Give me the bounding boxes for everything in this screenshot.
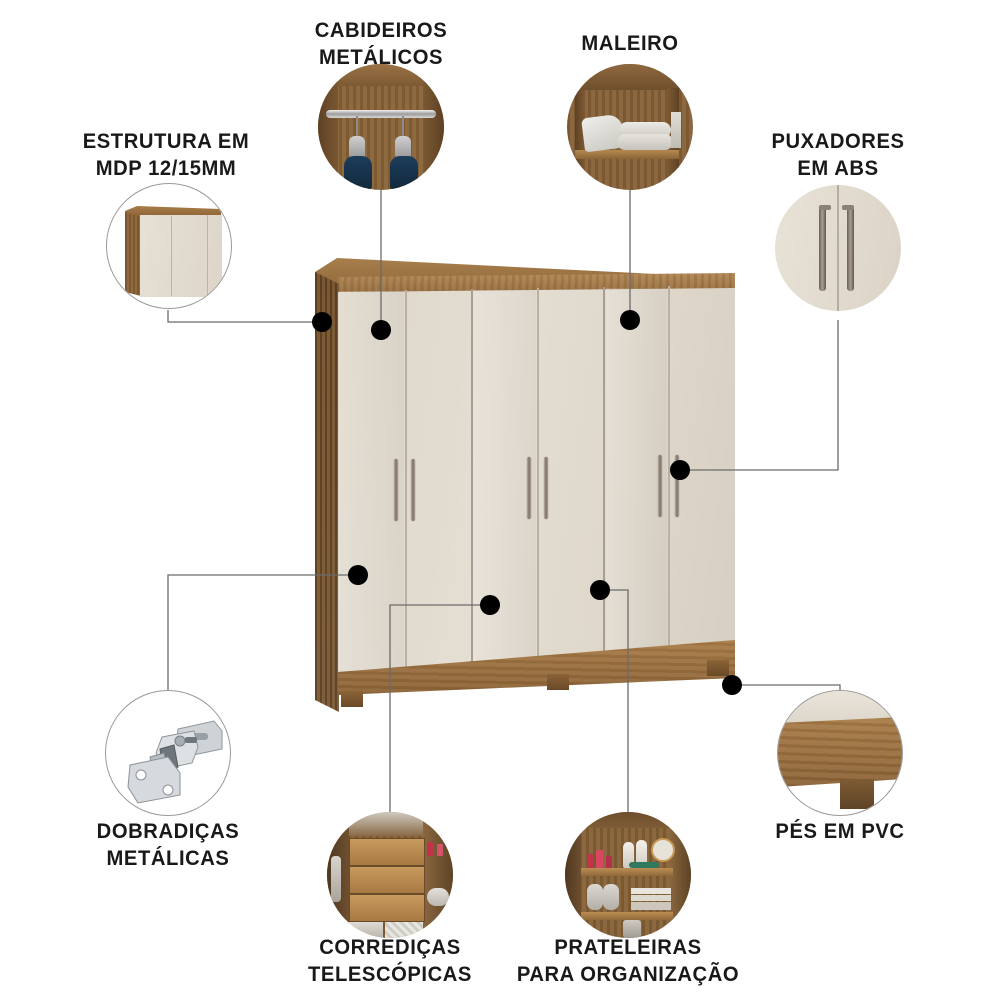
wardrobe-foot bbox=[547, 674, 569, 690]
wardrobe-corner-icon bbox=[107, 184, 231, 308]
cabinet-hinge-icon bbox=[106, 691, 230, 815]
door-handle bbox=[658, 455, 662, 517]
callout-bubble-estrutura bbox=[106, 183, 232, 309]
leader-pes bbox=[732, 684, 841, 690]
door-handle bbox=[411, 459, 415, 521]
callout-bubble-cabideiros bbox=[318, 64, 444, 190]
callout-bubble-dobradicas bbox=[105, 690, 231, 816]
callout-label-prateleiras: PRATELEIRAS PARA ORGANIZAÇÃO bbox=[516, 935, 740, 986]
callout-label-pes: PÉS EM PVC bbox=[775, 819, 905, 843]
wardrobe-illustration bbox=[315, 258, 735, 733]
door-seam bbox=[668, 286, 670, 671]
callout-bubble-pes bbox=[777, 690, 903, 816]
callout-bubble-prateleiras bbox=[565, 812, 691, 938]
callout-label-puxadores: PUXADORES EM ABS bbox=[771, 129, 905, 180]
wardrobe-foot bbox=[341, 691, 363, 707]
callout-bubble-puxadores bbox=[775, 185, 901, 311]
door-handle bbox=[394, 459, 398, 521]
callout-label-dobradicas: DOBRADIÇAS METÁLICAS bbox=[96, 819, 240, 870]
clothes-rail-icon bbox=[318, 64, 444, 190]
callout-label-cabideiros: CABIDEIROS METÁLICOS bbox=[314, 18, 448, 69]
door-seam bbox=[603, 287, 606, 671]
door-handle bbox=[675, 455, 679, 517]
shelves-icon bbox=[565, 812, 691, 938]
callout-bubble-maleiro bbox=[567, 64, 693, 190]
door-seam bbox=[471, 289, 474, 671]
callout-bubble-corredicas bbox=[327, 812, 453, 938]
callout-label-maleiro: MALEIRO bbox=[581, 31, 679, 55]
wardrobe-foot bbox=[707, 660, 729, 676]
pvc-foot-icon bbox=[778, 691, 902, 815]
wardrobe-left-side-shade bbox=[315, 272, 339, 712]
door-handle bbox=[544, 457, 548, 519]
top-shelf-pillows-icon bbox=[567, 64, 693, 190]
door-seam bbox=[405, 290, 407, 672]
door-handles-icon bbox=[775, 185, 901, 311]
door-seam bbox=[537, 288, 539, 671]
callout-label-estrutura: ESTRUTURA EM MDP 12/15MM bbox=[82, 129, 250, 180]
callout-label-corredicas: CORREDIÇAS TELESCÓPICAS bbox=[307, 935, 472, 986]
leader-estrutura bbox=[167, 310, 322, 323]
drawer-slides-icon bbox=[327, 812, 453, 938]
door-handle bbox=[527, 457, 531, 519]
